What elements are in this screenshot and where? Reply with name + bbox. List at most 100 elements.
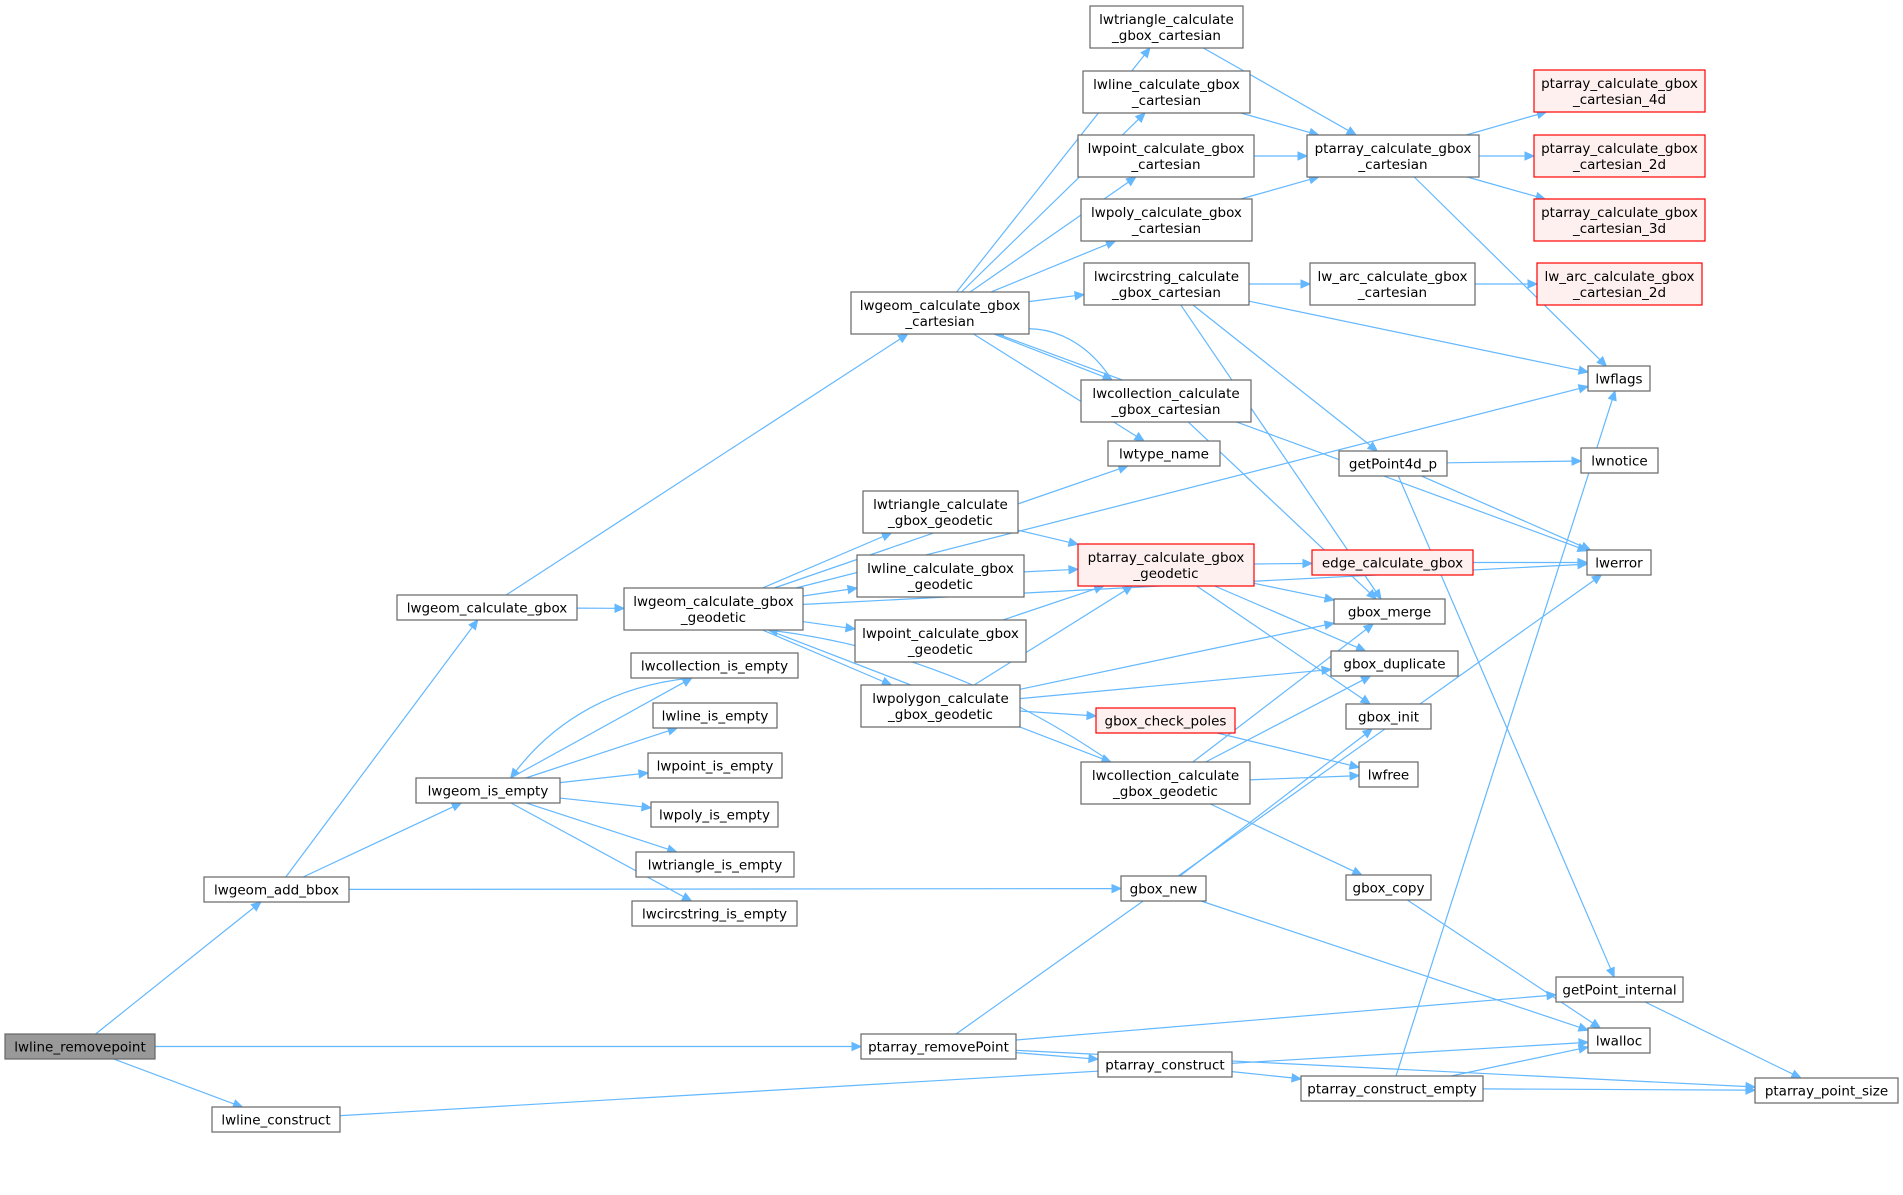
node-box <box>1587 1027 1651 1054</box>
node-lwpolygon_calculate_gbox_geodetic[interactable]: lwpolygon_calculate_gbox_geodetic <box>860 684 1021 728</box>
arrowhead <box>614 603 626 614</box>
node-lwline_is_empty[interactable]: lwline_is_empty <box>652 702 778 729</box>
node-ptarray_calculate_gbox_cartesian_2d[interactable]: ptarray_calculate_gbox_cartesian_2d <box>1533 134 1706 178</box>
node-ptarray_construct[interactable]: ptarray_construct <box>1097 1051 1233 1078</box>
arrowhead <box>1067 537 1080 547</box>
edge-lwline_removepoint-to-lwline_construct <box>113 1058 244 1109</box>
node-lwcollection_calculate_gbox_geodetic[interactable]: lwcollection_calculate_gbox_geodetic <box>1080 761 1251 805</box>
node-label: lwline_calculate_gbox <box>1093 77 1240 93</box>
node-box <box>650 801 779 828</box>
node-lwalloc[interactable]: lwalloc <box>1587 1027 1651 1054</box>
node-lwline_calculate_gbox_cartesian[interactable]: lwline_calculate_gbox_cartesian <box>1082 70 1251 114</box>
arrowhead <box>1104 240 1117 249</box>
arrowhead <box>1577 365 1590 375</box>
node-lwcircstring_calculate_gbox_cartesian[interactable]: lwcircstring_calculate_gbox_cartesian <box>1083 262 1250 306</box>
node-lw_arc_calculate_gbox_cartesian_2d[interactable]: lw_arc_calculate_gbox_cartesian_2d <box>1536 262 1703 306</box>
node-box <box>1083 262 1250 306</box>
edge-lwgeom_calculate_gbox_cartesian-to-lwerror <box>996 333 1589 552</box>
node-getPoint_internal[interactable]: getPoint_internal <box>1555 976 1684 1003</box>
edge-ptarray_calculate_gbox_cartesian-to-ptarray_calculate_gbox_cartesian_3d <box>1467 176 1547 202</box>
node-label: lwalloc <box>1596 1034 1642 1050</box>
node-getPoint4d_p[interactable]: getPoint4d_p <box>1338 450 1448 477</box>
arrowhead <box>1111 883 1123 894</box>
edge-line <box>1467 176 1537 198</box>
node-label: lwnotice <box>1591 454 1647 470</box>
node-lwtriangle_is_empty[interactable]: lwtriangle_is_empty <box>635 851 795 878</box>
node-lwtriangle_calculate_gbox_cartesian[interactable]: lwtriangle_calculate_gbox_cartesian <box>1089 5 1244 49</box>
node-gbox_copy[interactable]: gbox_copy <box>1345 874 1432 901</box>
edges-layer <box>95 47 1803 1117</box>
node-box <box>396 594 578 621</box>
node-lwcircstring_is_empty[interactable]: lwcircstring_is_empty <box>631 900 798 927</box>
node-ptarray_calculate_gbox_cartesian_4d[interactable]: ptarray_calculate_gbox_cartesian_4d <box>1533 69 1706 113</box>
node-lwgeom_calculate_gbox_cartesian[interactable]: lwgeom_calculate_gbox_cartesian <box>850 291 1030 335</box>
node-label: lwpoly_calculate_gbox <box>1091 205 1242 221</box>
node-lwgeom_is_empty[interactable]: lwgeom_is_empty <box>415 777 561 804</box>
node-ptarray_calculate_gbox_cartesian[interactable]: ptarray_calculate_gbox_cartesian <box>1306 134 1480 178</box>
node-gbox_duplicate[interactable]: gbox_duplicate <box>1330 650 1459 677</box>
node-lwgeom_calculate_gbox_geodetic[interactable]: lwgeom_calculate_gbox_geodetic <box>623 587 804 631</box>
node-ptarray_calculate_gbox_geodetic[interactable]: ptarray_calculate_gbox_geodetic <box>1077 543 1255 587</box>
edge-line <box>802 621 847 629</box>
node-label: lwline_is_empty <box>662 709 769 725</box>
node-box <box>1533 69 1706 113</box>
node-label: _gbox_geodetic <box>887 707 993 723</box>
node-gbox_init[interactable]: gbox_init <box>1345 703 1432 730</box>
node-label: ptarray_point_size <box>1765 1084 1888 1100</box>
arrowhead <box>851 1041 863 1052</box>
edge-line <box>1253 582 1326 599</box>
node-label: lwline_removepoint <box>14 1040 146 1056</box>
node-lwline_calculate_gbox_geodetic[interactable]: lwline_calculate_gbox_geodetic <box>856 554 1025 598</box>
edge-line <box>1395 399 1613 1077</box>
node-lw_arc_calculate_gbox_cartesian[interactable]: lw_arc_calculate_gbox_cartesian <box>1309 262 1476 306</box>
node-lwline_removepoint[interactable]: lwline_removepoint <box>4 1033 156 1060</box>
node-label: _gbox_cartesian <box>1111 28 1221 44</box>
arrowhead <box>1578 1038 1590 1048</box>
node-box <box>1107 440 1221 467</box>
node-lwtype_name[interactable]: lwtype_name <box>1107 440 1221 467</box>
arrowhead <box>1607 389 1617 402</box>
node-lwpoint_calculate_gbox_cartesian[interactable]: lwpoint_calculate_gbox_cartesian <box>1077 134 1255 178</box>
node-lwnotice[interactable]: lwnotice <box>1580 447 1659 474</box>
node-ptarray_point_size[interactable]: ptarray_point_size <box>1754 1077 1899 1104</box>
node-lwpoint_calculate_gbox_geodetic[interactable]: lwpoint_calculate_gbox_geodetic <box>854 619 1027 663</box>
node-ptarray_construct_empty[interactable]: ptarray_construct_empty <box>1300 1075 1484 1102</box>
node-lwline_construct[interactable]: lwline_construct <box>211 1106 341 1133</box>
node-ptarray_calculate_gbox_cartesian_3d[interactable]: ptarray_calculate_gbox_cartesian_3d <box>1533 198 1706 242</box>
node-gbox_check_poles[interactable]: gbox_check_poles <box>1095 707 1236 734</box>
arrowhead <box>1745 1085 1757 1095</box>
node-lwflags[interactable]: lwflags <box>1587 365 1651 392</box>
node-lwpoly_calculate_gbox_cartesian[interactable]: lwpoly_calculate_gbox_cartesian <box>1080 198 1253 242</box>
node-ptarray_removePoint[interactable]: ptarray_removePoint <box>860 1033 1017 1060</box>
node-lwtriangle_calculate_gbox_geodetic[interactable]: lwtriangle_calculate_gbox_geodetic <box>862 490 1019 534</box>
edge-line <box>1446 460 1573 464</box>
node-label: lwgeom_is_empty <box>428 784 549 800</box>
edge-lwcollection_calculate_gbox_geodetic-to-lwfree <box>1249 771 1361 781</box>
node-gbox_new[interactable]: gbox_new <box>1120 875 1207 902</box>
node-box <box>1089 5 1244 49</box>
edge-line <box>1019 669 1323 700</box>
node-lwgeom_add_bbox[interactable]: lwgeom_add_bbox <box>203 876 350 903</box>
node-lwerror[interactable]: lwerror <box>1586 549 1652 576</box>
node-lwfree[interactable]: lwfree <box>1358 761 1419 788</box>
edge-line <box>505 338 901 596</box>
edge-lwline_calculate_gbox_geodetic-to-ptarray_calculate_gbox_geodetic <box>1023 564 1080 575</box>
node-box <box>4 1033 156 1060</box>
node-lwgeom_calculate_gbox[interactable]: lwgeom_calculate_gbox <box>396 594 578 621</box>
edge-line <box>1240 178 1311 200</box>
edge-getPoint_internal-to-ptarray_point_size <box>1644 1001 1803 1079</box>
node-edge_calculate_gbox[interactable]: edge_calculate_gbox <box>1311 549 1474 576</box>
node-lwpoint_is_empty[interactable]: lwpoint_is_empty <box>647 752 783 779</box>
arrowhead <box>1140 47 1151 59</box>
node-lwpoly_is_empty[interactable]: lwpoly_is_empty <box>650 801 779 828</box>
node-lwcollection_is_empty[interactable]: lwcollection_is_empty <box>630 652 799 679</box>
edge-line <box>1028 295 1076 303</box>
edge-getPoint4d_p-to-lwnotice <box>1446 456 1583 466</box>
node-label: _cartesian <box>1130 157 1200 173</box>
node-gbox_merge[interactable]: gbox_merge <box>1333 598 1446 625</box>
arrowhead <box>509 767 521 779</box>
node-label: ptarray_calculate_gbox <box>1088 550 1245 566</box>
node-lwcollection_calculate_gbox_cartesian[interactable]: lwcollection_calculate_gbox_cartesian <box>1080 379 1252 423</box>
arrowhead <box>450 802 463 812</box>
edge-line <box>1192 304 1371 446</box>
